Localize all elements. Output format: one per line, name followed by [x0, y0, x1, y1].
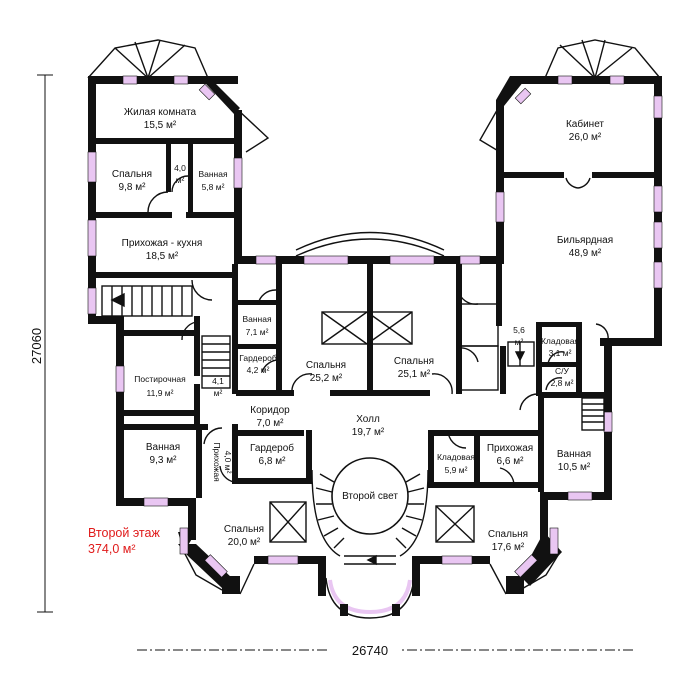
wc-name: С/У — [555, 366, 570, 376]
hall-area: 19,7 м² — [352, 427, 385, 438]
wardrobe-sw-name: Гардероб — [250, 442, 294, 454]
living-room-area: 15,5 м² — [144, 120, 177, 131]
bath-e-name: Ванная — [557, 449, 591, 460]
study-area: 26,0 м² — [569, 132, 602, 143]
bath-w-name: Ванная — [242, 314, 272, 324]
pantry-e-name: Кладовая — [541, 336, 579, 346]
entry-kitchen-name: Прихожая - кухня — [122, 238, 203, 249]
floor-area: 374,0 м² — [88, 542, 136, 556]
hall-name: Холл — [356, 414, 380, 425]
bath-nw-area: 5,8 м² — [202, 182, 225, 192]
corridor-area: 7,0 м² — [257, 418, 285, 429]
protrusion-left — [237, 109, 270, 153]
living-room-name: Жилая комната — [124, 107, 197, 118]
windows — [87, 75, 663, 578]
entry-se-name: Прихожая — [487, 443, 533, 454]
spiral-staircase — [311, 469, 429, 566]
entry-kitchen-area: 18,5 м² — [146, 251, 179, 262]
bedroom-se-area: 17,6 м² — [492, 542, 525, 553]
void-markers — [269, 311, 475, 543]
small-room-41-name: 4,1 — [212, 376, 224, 386]
pantry-s-name: Кладовая — [437, 452, 475, 462]
outer-walls — [88, 76, 662, 596]
inner-walls — [96, 138, 656, 498]
bedroom-c1-name: Спальня — [306, 360, 346, 371]
entry-sw-name: Прихожая — [212, 442, 222, 482]
staircase-east — [581, 397, 605, 431]
bedroom-c1-area: 25,2 м² — [310, 373, 343, 384]
billiard-name: Бильярдная — [557, 235, 613, 246]
entry-sw-area: 4,0 м² — [223, 451, 233, 474]
dimension-height: 27060 — [29, 74, 53, 613]
doors — [147, 175, 609, 487]
second-light-void — [331, 457, 409, 535]
small-room-56-area: м² — [515, 337, 524, 347]
staircase-west — [101, 285, 193, 317]
laundry-area: 11,9 м² — [147, 388, 174, 398]
corridor-name: Коридор — [250, 405, 290, 416]
width-dimension-label: 26740 — [352, 643, 388, 658]
staircase-center — [201, 335, 231, 389]
wc-area: 2,8 м² — [551, 378, 574, 388]
bedroom-se-name: Спальня — [488, 529, 528, 540]
wardrobe-sw-area: 6,8 м² — [259, 456, 287, 467]
bedroom-nw-name: Спальня — [112, 169, 152, 180]
pantry-e-area: 3,1 м² — [549, 348, 572, 358]
wardrobe-w-name: Гардероб — [239, 353, 277, 363]
bay-fan-right — [544, 39, 661, 79]
protrusion-right — [479, 104, 501, 153]
balcony-arc — [325, 577, 415, 619]
small-room-56-name: 5,6 — [513, 325, 525, 335]
billiard-area: 48,9 м² — [569, 248, 602, 259]
bath-w-area: 7,1 м² — [246, 327, 269, 337]
entry-se-area: 6,6 м² — [497, 456, 525, 467]
bath-sw-name: Ванная — [146, 442, 180, 453]
bath-e-area: 10,5 м² — [558, 462, 591, 473]
bath-nw-name: Ванная — [198, 169, 228, 179]
staircase-hall — [507, 341, 535, 367]
bath-sw-area: 9,3 м² — [150, 455, 178, 466]
dimension-width: 26740 — [137, 640, 634, 658]
bedroom-sw-area: 20,0 м² — [228, 537, 261, 548]
bedroom-c2-name: Спальня — [394, 356, 434, 367]
bedroom-nw-area: 9,8 м² — [119, 182, 147, 193]
small-room-nw-name: 4,0 — [174, 163, 186, 173]
floor-title: Второй этаж — [88, 526, 160, 540]
laundry-name: Постирочная — [134, 374, 186, 384]
wardrobe-w-area: 4,2 м² — [247, 365, 270, 375]
pantry-s-area: 5,9 м² — [445, 465, 468, 475]
second-light-name: Второй свет — [342, 491, 398, 502]
small-room-nw-area: м² — [176, 175, 185, 185]
bedroom-sw-name: Спальня — [224, 524, 264, 535]
bedroom-c2-area: 25,1 м² — [398, 369, 431, 380]
study-name: Кабинет — [566, 118, 604, 130]
height-dimension-label: 27060 — [29, 328, 44, 364]
bay-fan-left — [87, 39, 209, 79]
small-room-41-area: м² — [214, 388, 223, 398]
top-arch — [295, 231, 445, 251]
